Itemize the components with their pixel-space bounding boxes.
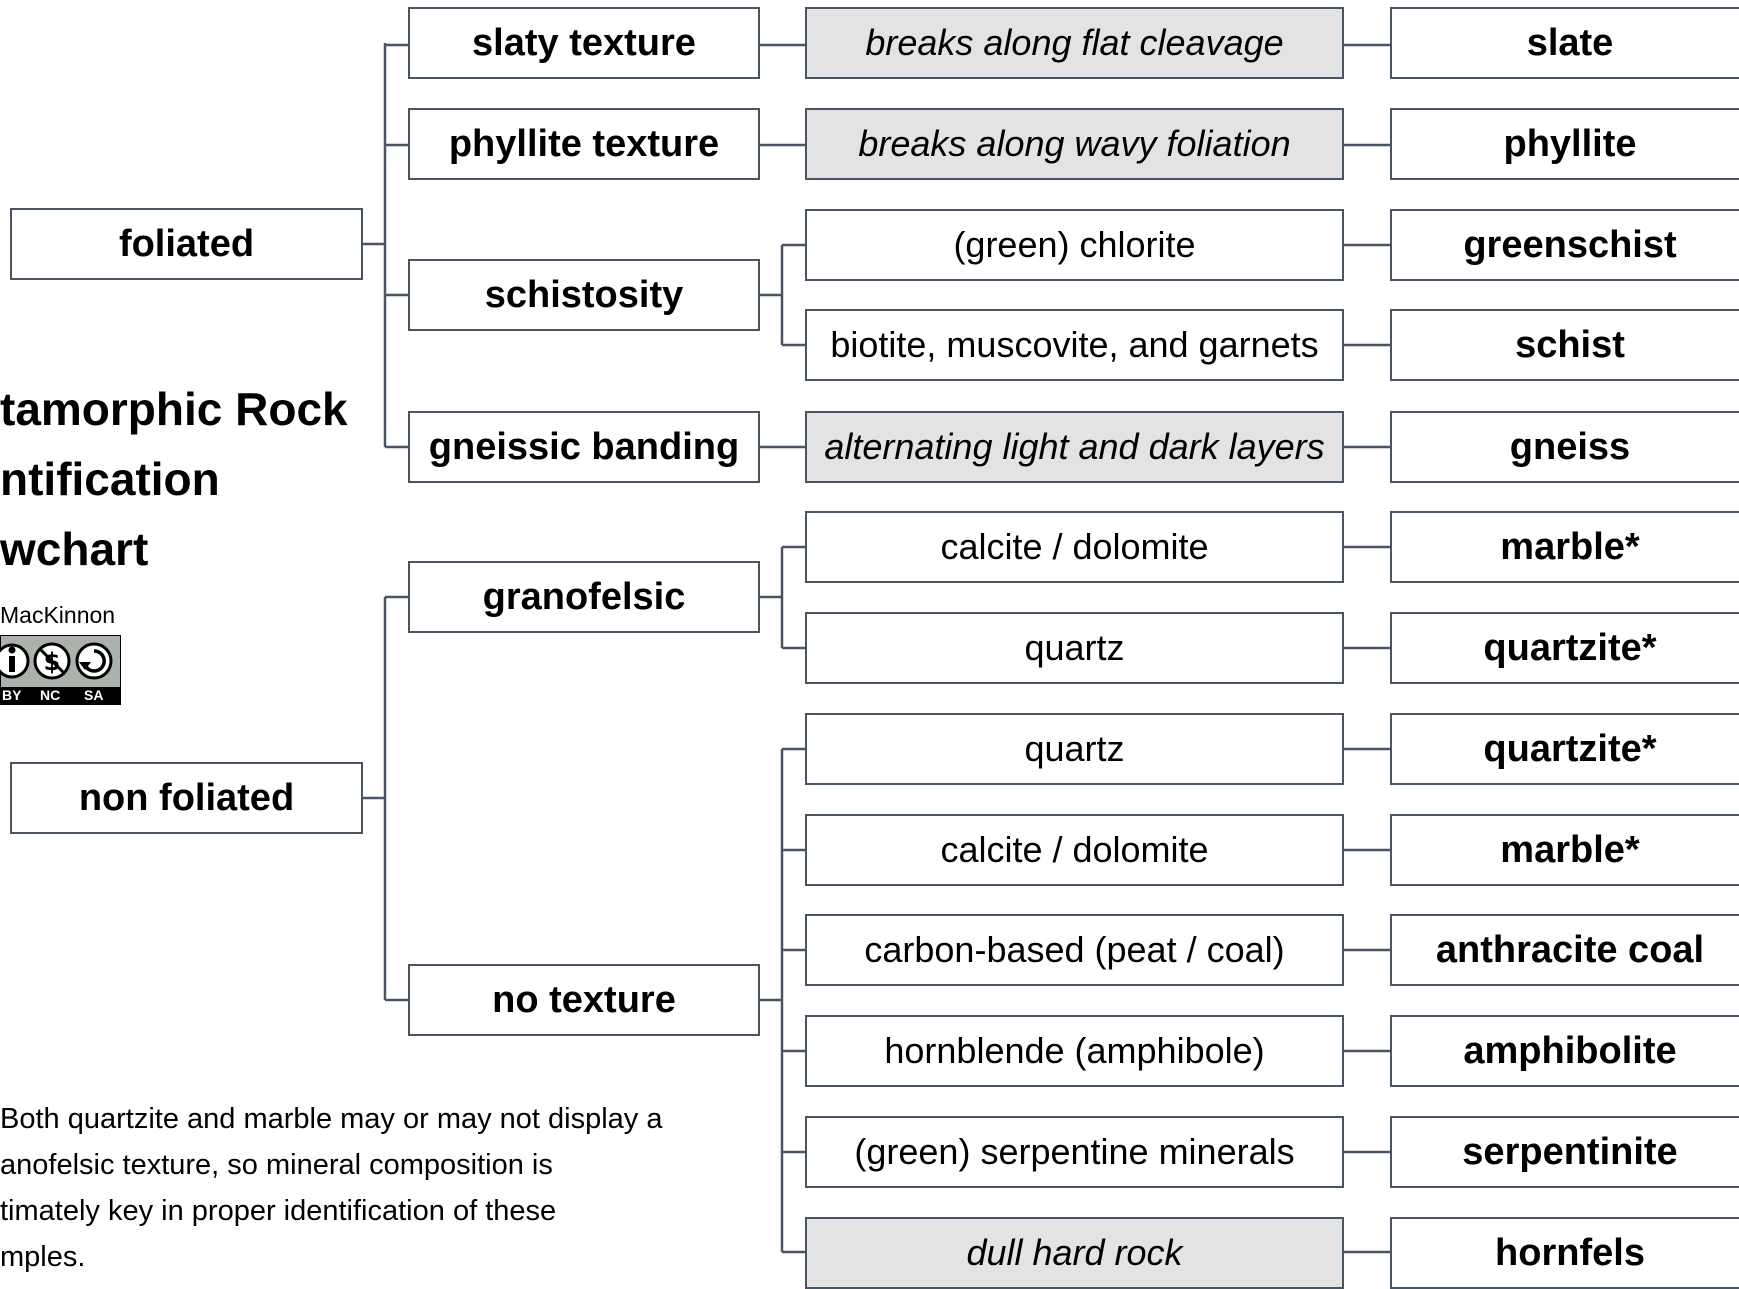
flowchart-title-line-2: ntification: [0, 453, 220, 505]
node-wavy-foliation: breaks along wavy foliation: [805, 108, 1344, 180]
node-foliated: foliated: [10, 208, 363, 280]
license-label-sa: SA: [84, 687, 104, 703]
rock-schist: schist: [1390, 309, 1739, 381]
node-gneissic-banding: gneissic banding: [408, 411, 760, 483]
rock-quartzite-granofelsic: quartzite*: [1390, 612, 1739, 684]
node-chlorite: (green) chlorite: [805, 209, 1344, 281]
flowchart-title-line-3: wchart: [0, 523, 149, 575]
node-calcite-dolomite-no-texture: calcite / dolomite: [805, 814, 1344, 886]
node-serpentine: (green) serpentine minerals: [805, 1116, 1344, 1188]
rock-gneiss: gneiss: [1390, 411, 1739, 483]
node-light-dark-layers: alternating light and dark layers: [805, 411, 1344, 483]
footnote-line-1: Both quartzite and marble may or may not…: [0, 1103, 663, 1135]
node-slaty-texture: slaty texture: [408, 7, 760, 79]
rock-slate: slate: [1390, 7, 1739, 79]
node-granofelsic: granofelsic: [408, 561, 760, 633]
node-phyllite-texture: phyllite texture: [408, 108, 760, 180]
license-label-by: BY: [2, 687, 22, 703]
node-quartz-no-texture: quartz: [805, 713, 1344, 785]
rock-marble-no-texture: marble*: [1390, 814, 1739, 886]
flowchart-title-line-1: tamorphic Rock: [0, 383, 348, 435]
node-hornblende: hornblende (amphibole): [805, 1015, 1344, 1087]
node-no-texture: no texture: [408, 964, 760, 1036]
node-schistosity: schistosity: [408, 259, 760, 331]
node-quartz-granofelsic: quartz: [805, 612, 1344, 684]
node-non-foliated: non foliated: [10, 762, 363, 834]
node-flat-cleavage: breaks along flat cleavage: [805, 7, 1344, 79]
node-calcite-dolomite-granofelsic: calcite / dolomite: [805, 511, 1344, 583]
node-dull-hard-rock: dull hard rock: [805, 1217, 1344, 1289]
footnote-line-4: mples.: [0, 1241, 86, 1273]
license-label-nc: NC: [40, 687, 61, 703]
node-carbon-based: carbon-based (peat / coal): [805, 914, 1344, 986]
node-biotite-muscovite-garnets: biotite, muscovite, and garnets: [805, 309, 1344, 381]
footnote-line-3: timately key in proper identification of…: [0, 1195, 557, 1227]
footnote-line-2: anofelsic texture, so mineral compositio…: [0, 1149, 553, 1181]
rock-amphibolite: amphibolite: [1390, 1015, 1739, 1087]
rock-anthracite-coal: anthracite coal: [1390, 914, 1739, 986]
rock-greenschist: greenschist: [1390, 209, 1739, 281]
rock-serpentinite: serpentinite: [1390, 1116, 1739, 1188]
rock-phyllite: phyllite: [1390, 108, 1739, 180]
rock-marble-granofelsic: marble*: [1390, 511, 1739, 583]
rock-hornfels: hornfels: [1390, 1217, 1739, 1289]
rock-quartzite-no-texture: quartzite*: [1390, 713, 1739, 785]
author-credit: MacKinnon: [0, 602, 116, 628]
cc-license-badge-icon: $ BY NC SA: [0, 634, 122, 706]
